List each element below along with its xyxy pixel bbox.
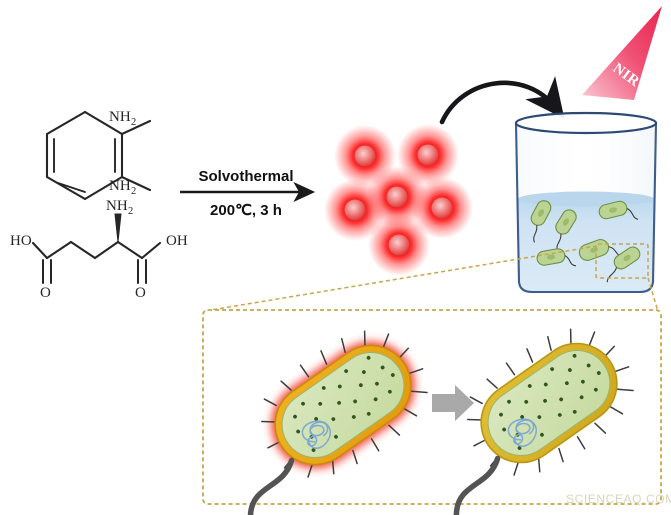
cytoplasm bbox=[281, 351, 405, 459]
glutamic-acid-structure: HO OH O O NH 2 bbox=[10, 198, 188, 301]
amine-sub-bottom: 2 bbox=[131, 186, 136, 197]
beaker-bacterium bbox=[598, 200, 639, 220]
ribosome-group bbox=[293, 355, 395, 452]
beaker-bacterium bbox=[606, 246, 641, 283]
glutamic-amine-sub: 2 bbox=[128, 206, 133, 217]
beaker-bacterium bbox=[536, 248, 577, 267]
beaker-glass bbox=[514, 122, 658, 294]
beaker-bacterium bbox=[530, 200, 552, 243]
reaction-condition-bottom: 200℃, 3 h bbox=[210, 202, 282, 219]
reaction-arrow-group: Solvothermal 200℃, 3 h bbox=[180, 168, 316, 219]
amine-sub-top: 2 bbox=[131, 117, 136, 128]
pili-group bbox=[467, 328, 634, 476]
amine-label-top: NH bbox=[109, 109, 131, 125]
watermark: SCIENCEAQ.COM bbox=[566, 492, 671, 506]
reaction-condition-top: Solvothermal bbox=[198, 168, 293, 185]
amine-label-bottom: NH bbox=[109, 178, 131, 194]
carbonyl-right-label: O bbox=[135, 285, 146, 301]
stereo-wedge bbox=[114, 213, 122, 243]
inset-panel bbox=[202, 309, 662, 515]
carbon-dot bbox=[368, 214, 430, 276]
ribosome-group bbox=[499, 353, 601, 450]
flagellum bbox=[423, 455, 501, 515]
carbon-dots-group bbox=[324, 124, 473, 276]
nucleoid-dna bbox=[301, 420, 331, 449]
nir-beam-group: NIR bbox=[582, 6, 662, 100]
flagellum bbox=[217, 457, 295, 515]
beaker-group bbox=[514, 111, 658, 294]
transfer-arrow bbox=[439, 76, 565, 125]
carbonyl-left-label: O bbox=[40, 285, 51, 301]
inset-connectors bbox=[204, 245, 661, 319]
carbon-dot bbox=[324, 179, 386, 241]
beaker-selection-box bbox=[595, 243, 649, 279]
inset-bacterium-normal bbox=[423, 328, 634, 515]
phenylenediamine-structure: NH 2 NH 2 bbox=[45, 109, 152, 201]
nucleoid-dna bbox=[507, 418, 537, 447]
hydroxyl-left-label: HO bbox=[10, 233, 32, 249]
nir-beam bbox=[582, 6, 662, 100]
hydroxyl-right-label: OH bbox=[166, 233, 188, 249]
beaker-rim bbox=[514, 111, 658, 135]
beaker-bacteria-group bbox=[530, 200, 641, 283]
transition-arrow bbox=[432, 385, 474, 421]
inset-bacterium-heated bbox=[217, 330, 428, 515]
cytoplasm bbox=[487, 349, 611, 457]
glutamic-amine-label: NH bbox=[106, 198, 128, 214]
carbon-dot bbox=[411, 177, 473, 239]
